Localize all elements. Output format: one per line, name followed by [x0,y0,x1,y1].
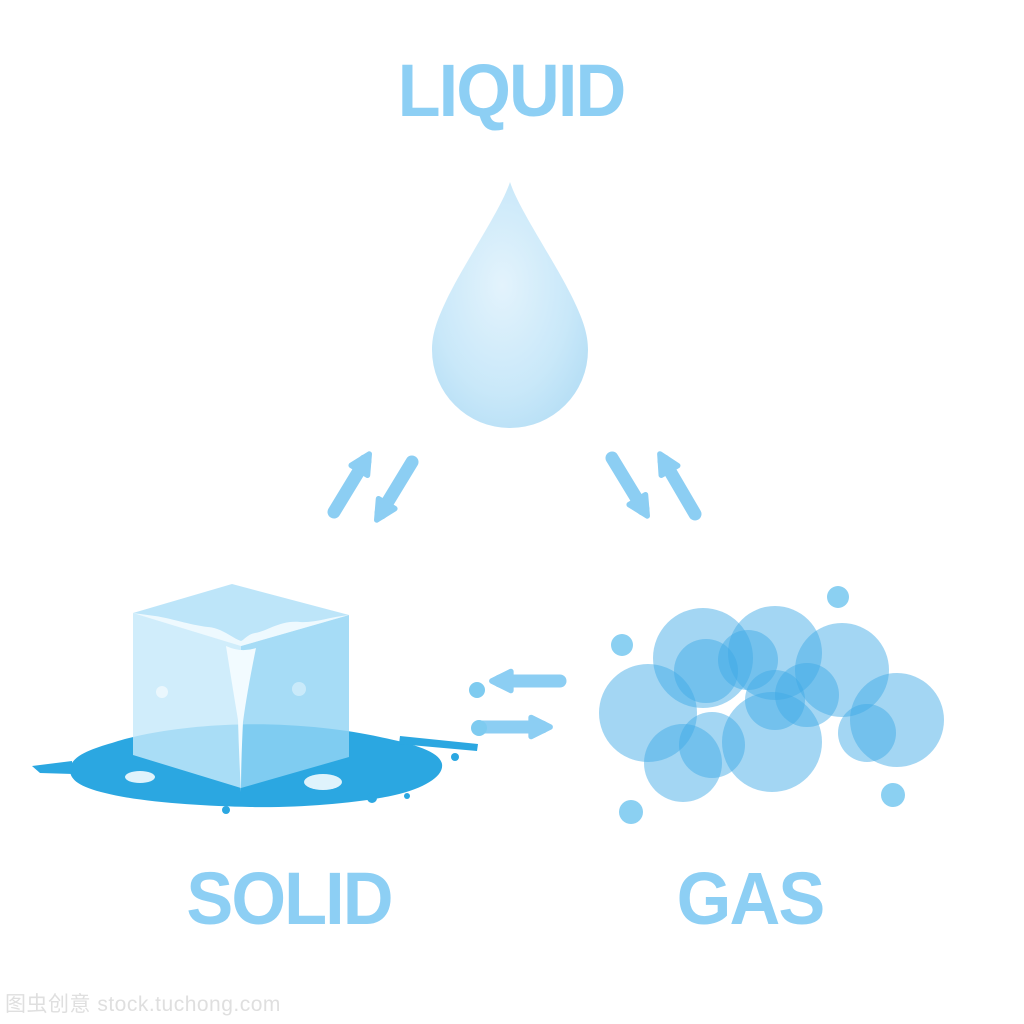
gas-satellite-bubble [827,586,849,608]
gas-satellite-bubble [619,800,643,824]
stock-watermark: 图虫创意 stock.tuchong.com [5,993,281,1016]
cube-right-face [241,615,349,788]
gas-bubbles-icon [599,586,944,824]
solid-gas-arrows-icon [475,668,567,740]
cube-left-face [133,613,241,788]
gas-satellite-bubble [611,634,633,656]
water-drop-icon [432,182,588,428]
ice-cube-icon [32,584,487,814]
melt-drip [226,646,256,792]
solid-label: SOLID [186,857,393,940]
gas-satellite-bubble [881,783,905,807]
liquid-gas-arrows-icon [605,451,702,521]
liquid-solid-arrows-icon [327,451,419,523]
liquid-label: LIQUID [397,49,627,132]
gas-label: GAS [676,857,826,940]
melt-edge [133,613,349,646]
